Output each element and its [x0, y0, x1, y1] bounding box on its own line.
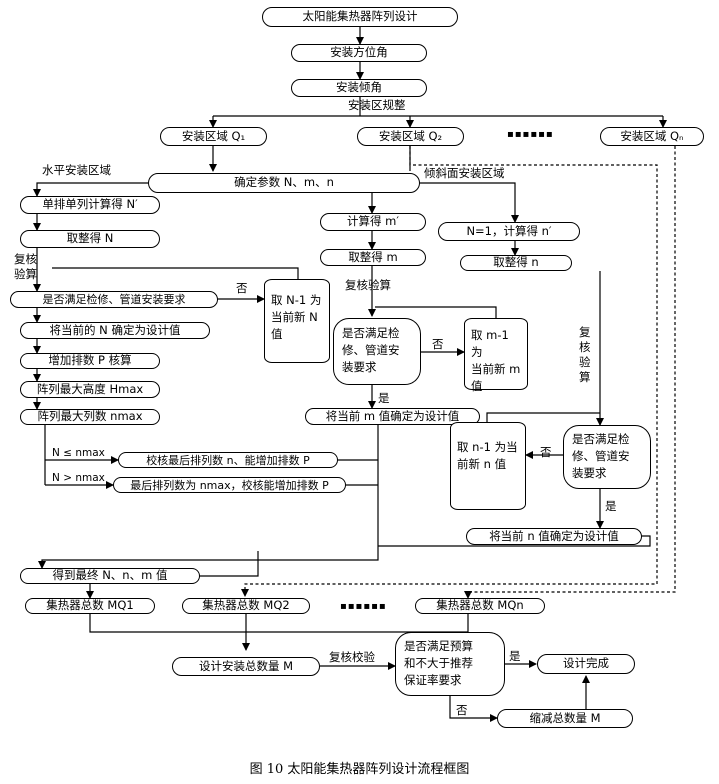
node-round-m: 取整得 m [320, 249, 426, 266]
label-verify-calc-right: 复核验算 [579, 325, 591, 384]
node-total1: 集热器总数 MQ1 [25, 598, 155, 614]
total-ellipsis: ▪▪▪▪▪▪ [340, 601, 387, 612]
edge-t1-design [89, 614, 250, 651]
node-final: 得到最终 N、n、m 值 [20, 568, 200, 584]
label-no-mid: 否 [432, 337, 444, 351]
label-horizontal: 水平安装区域 [42, 163, 111, 177]
label-yes-final: 是 [509, 649, 521, 663]
node-single-row: 单排单列计算得 N′ [20, 196, 160, 214]
node-calc-m: 计算得 m′ [320, 213, 426, 231]
node-take-n1: 取 n-1 为当 前新 n 值 [450, 422, 526, 510]
node-max-height: 阵列最大高度 Hmax [20, 381, 160, 398]
node-start: 太阳能集热器阵列设计 [262, 7, 458, 27]
node-zoneN: 安装区域 Qₙ [600, 127, 704, 146]
node-totalN: 集热器总数 MQn [415, 598, 545, 614]
node-total2: 集热器总数 MQ2 [182, 598, 310, 614]
node-round-n: 取整得 n [460, 255, 572, 271]
label-verify-calc-left: 复核验算 [14, 252, 37, 281]
node-check-budget: 是否满足预算 和不大于推荐 保证率要求 [395, 632, 505, 696]
node-params: 确定参数 N、m、n [148, 173, 420, 193]
label-yes-mid: 是 [378, 391, 390, 405]
node-tilt: 安装倾角 [291, 79, 427, 97]
node-max-cols: 阵列最大列数 nmax [20, 409, 160, 425]
edge-mid-down [38, 425, 379, 569]
node-zone2: 安装区域 Q₂ [357, 127, 464, 146]
edge-tilt-zones [213, 97, 663, 117]
node-set-n: 将当前 n 值确定为设计值 [466, 528, 642, 545]
node-round-N: 取整得 N [20, 230, 160, 248]
node-check-left: 是否满足检修、管道安装要求 [10, 291, 218, 308]
node-verify-last: 校核最后排列数 n、能增加排数 P [118, 452, 338, 468]
edge-params-left [33, 182, 160, 197]
node-design-total: 设计安装总数量 M [172, 657, 320, 676]
label-verify-calc-mid: 复核验算 [345, 278, 391, 292]
node-check-right: 是否满足检 修、管道安 装要求 [563, 425, 651, 489]
edge-tN-down [246, 614, 469, 633]
figure-caption: 图 10 太阳能集热器阵列设计流程框图 [249, 762, 470, 777]
node-azimuth: 安装方位角 [291, 44, 427, 62]
label-yes-right: 是 [605, 499, 617, 513]
zone-ellipsis: ▪▪▪▪▪▪ [507, 129, 554, 140]
node-last-row: 最后排列数为 nmax，校核能增加排数 P [113, 477, 346, 493]
node-check-mid: 是否满足检 修、管道安 装要求 [333, 318, 421, 385]
edge-params-right [410, 182, 519, 223]
label-no-right: 否 [540, 445, 552, 459]
label-verify-check: 复核校验 [329, 650, 375, 664]
node-zone1: 安装区域 Q₁ [160, 127, 267, 146]
edge-setn-out [378, 535, 651, 547]
label-inclined: 倾斜面安装区域 [424, 166, 505, 180]
label-no-left: 否 [236, 281, 248, 295]
node-reduce: 缩减总数量 M [497, 709, 633, 728]
label-zone-rule: 安装区规整 [348, 98, 406, 112]
edge-zoneN-dashed [464, 146, 676, 599]
node-take-N1: 取 N-1 为 当前新 N 值 [264, 279, 330, 363]
label-cond-le: N ≤ nmax [52, 447, 105, 459]
node-set-m: 将当前 m 值确定为设计值 [305, 408, 480, 425]
node-done: 设计完成 [537, 654, 635, 674]
edge-check-reduce [449, 695, 498, 722]
node-add-rows: 增加排数 P 核算 [20, 353, 160, 369]
node-take-m1: 取 m-1 为 当前新 m 值 [464, 318, 528, 393]
node-set-N: 将当前的 N 确定为设计值 [20, 322, 210, 339]
edge-loop-L [52, 267, 299, 282]
edge-zone2-dashed [241, 146, 658, 597]
label-no-final: 否 [456, 703, 468, 717]
label-cond-gt: N > nmax [52, 472, 105, 484]
node-calc-n: N=1，计算得 n′ [438, 222, 580, 241]
